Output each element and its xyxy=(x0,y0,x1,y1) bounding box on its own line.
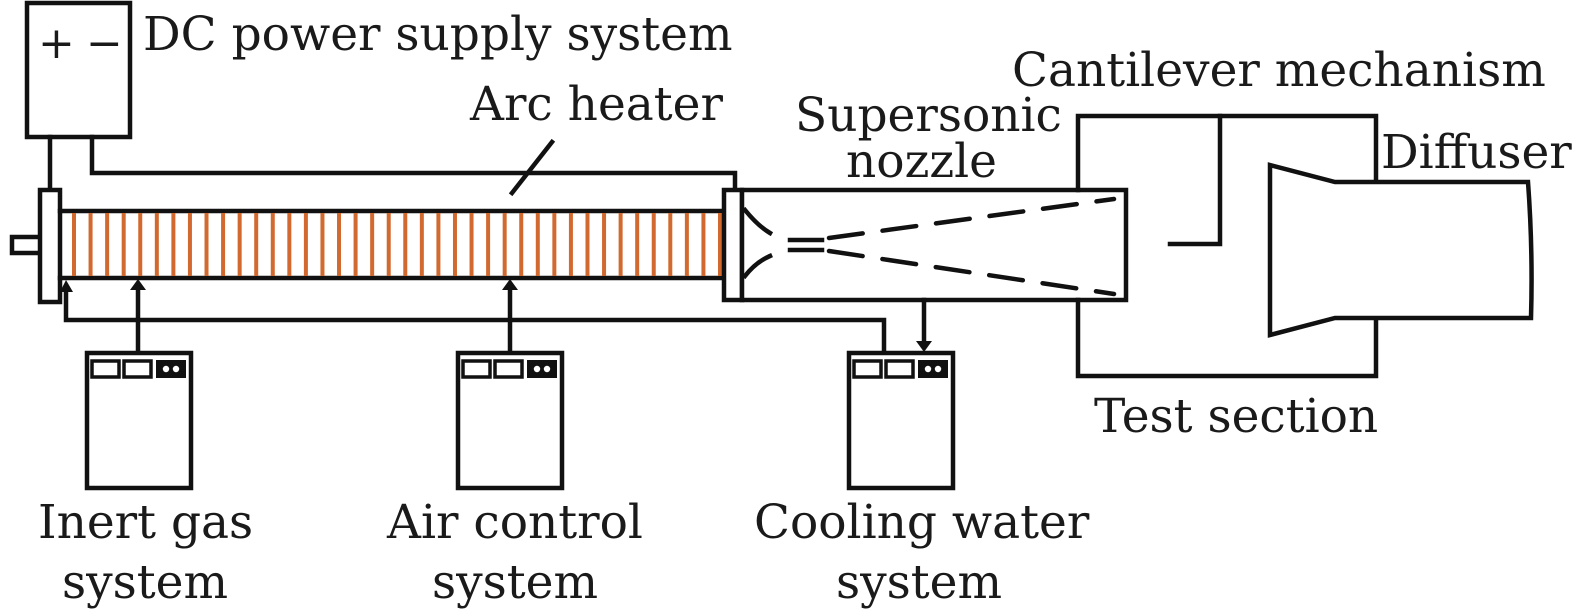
dc-power-label: DC power supply system xyxy=(143,7,733,62)
nozzle-contour-upper xyxy=(826,196,1117,241)
nozzle-inlet-top xyxy=(741,206,774,237)
air-control-label-1: Air control xyxy=(386,495,643,550)
nozzle-inlet-bottom xyxy=(741,253,773,280)
knob-icon xyxy=(533,365,541,373)
front-flange xyxy=(721,187,745,303)
knob-panel xyxy=(918,360,948,378)
diffuser-label: Diffuser xyxy=(1381,125,1572,180)
diffuser xyxy=(1267,162,1534,338)
display-panel xyxy=(852,359,883,379)
cooling-water-return-line xyxy=(63,287,887,355)
display-panel xyxy=(884,359,915,379)
display-panel xyxy=(90,359,121,379)
display-panel xyxy=(461,359,492,379)
arrow-up-icon xyxy=(502,279,518,290)
dc-power-box xyxy=(24,0,133,140)
knob-icon xyxy=(934,365,942,373)
cooling-water-cabinet xyxy=(846,350,956,491)
arrow-up-icon xyxy=(130,279,146,290)
cantilever-arm xyxy=(1167,113,1223,247)
test-section-top xyxy=(1075,113,1379,193)
nozzle-label-2: nozzle xyxy=(846,134,997,189)
arc-heater xyxy=(57,208,727,281)
cantilever-label: Cantilever mechanism xyxy=(1012,43,1546,98)
inert-gas-label-2: system xyxy=(62,555,228,610)
knob-icon xyxy=(543,365,551,373)
inert-gas-label-1: Inert gas xyxy=(38,495,253,550)
display-panel xyxy=(122,359,153,379)
knob-icon xyxy=(172,365,180,373)
knob-panel xyxy=(527,360,557,378)
minus-sign: − xyxy=(86,18,123,69)
electrode-rod xyxy=(9,234,45,256)
cooling-water-label-2: system xyxy=(836,555,1002,610)
inert-gas-cabinet xyxy=(84,350,194,491)
arc-heater-label: Arc heater xyxy=(469,77,723,132)
air-control-cabinet xyxy=(455,350,565,491)
heater-coils xyxy=(72,213,722,276)
nozzle-label-1: Supersonic xyxy=(795,88,1062,143)
test-section-label: Test section xyxy=(1094,389,1378,444)
plus-sign: + xyxy=(38,18,75,69)
nozzle-contour-lower xyxy=(826,248,1117,297)
rear-electrode-flange xyxy=(37,187,63,305)
knob-icon xyxy=(162,365,170,373)
arrow-down-icon xyxy=(916,341,932,352)
test-section-bottom xyxy=(1075,297,1379,379)
arc-heater-leader xyxy=(508,138,556,197)
display-panel xyxy=(493,359,524,379)
wire-anode xyxy=(89,134,738,193)
dc-power-supply: + − DC power supply system xyxy=(24,0,733,140)
cooling-water-label-1: Cooling water xyxy=(754,495,1090,550)
air-control-label-2: system xyxy=(432,555,598,610)
arrow-up-icon xyxy=(60,280,73,292)
knob-panel xyxy=(156,360,186,378)
knob-icon xyxy=(924,365,932,373)
